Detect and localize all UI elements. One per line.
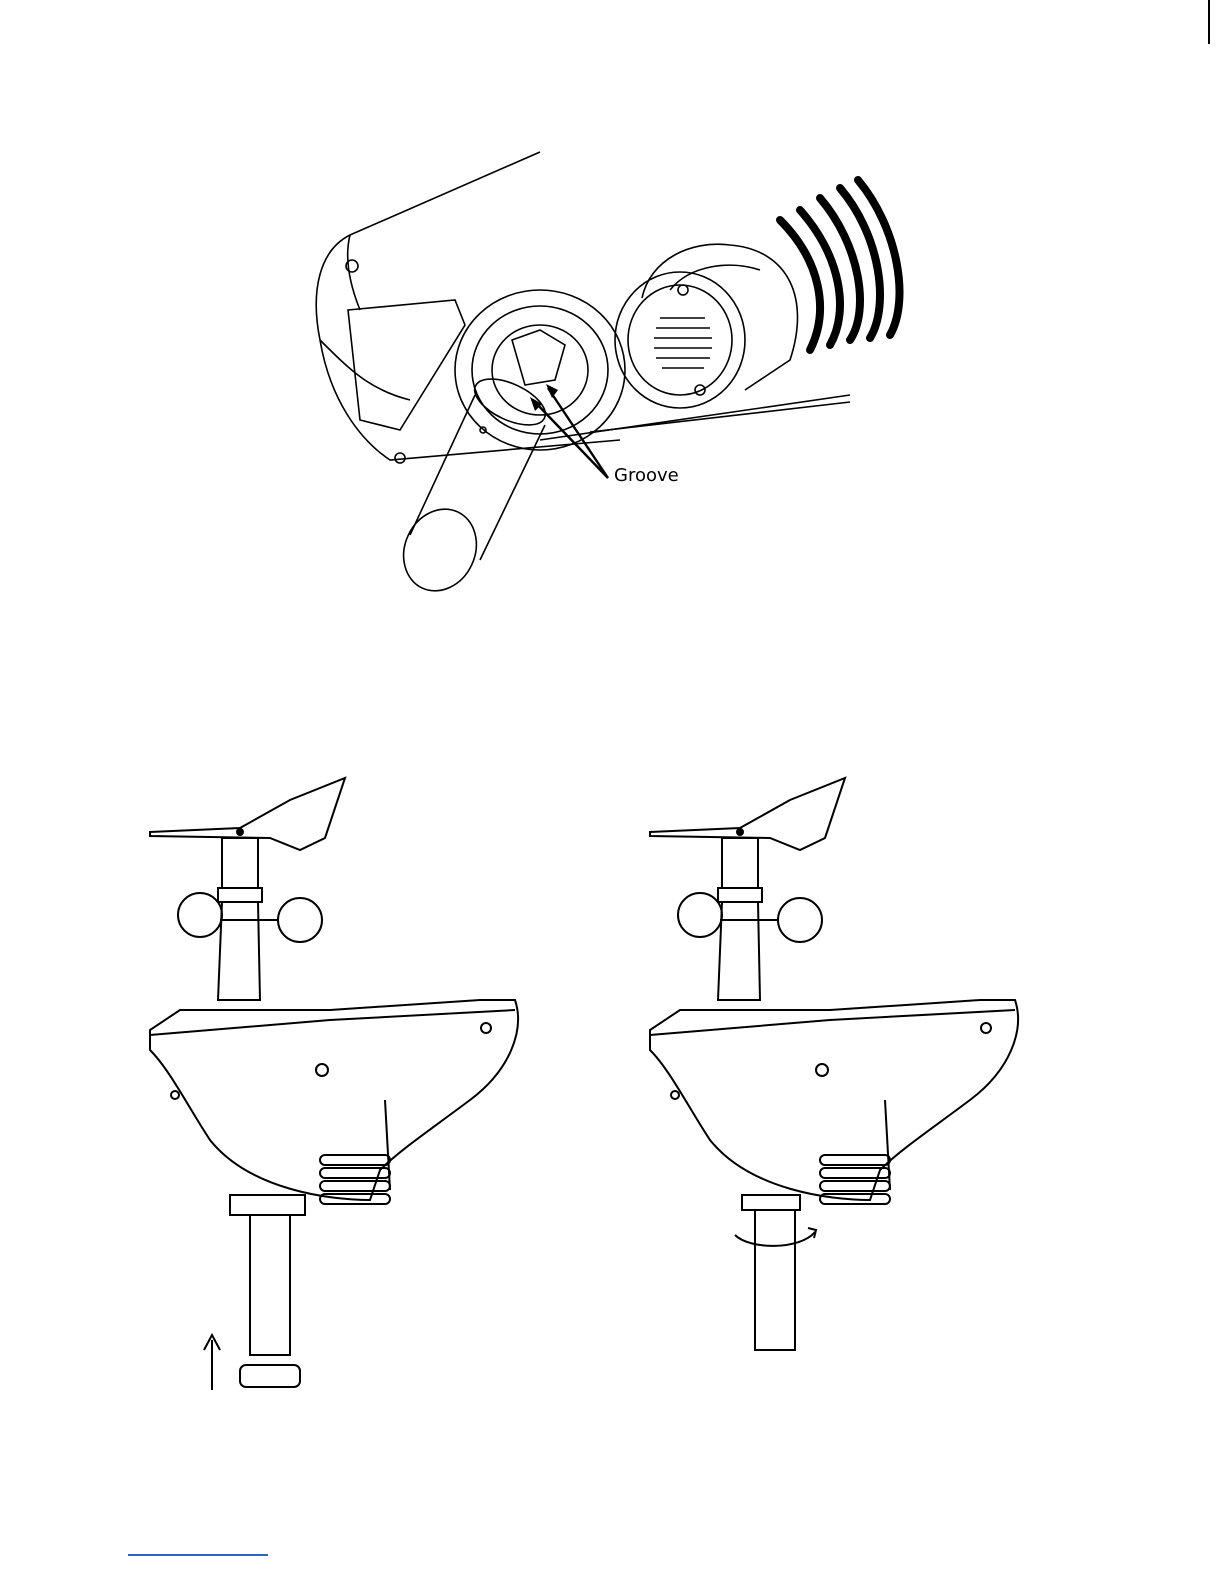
groove-callout-label: Groove: [614, 465, 679, 486]
mounting-socket-figure: [290, 140, 920, 600]
mounting-socket-drawing: [290, 140, 920, 600]
station-insert-figure: [130, 770, 550, 1400]
footer-rule: [128, 1554, 268, 1556]
station-rotate-drawing: [630, 770, 1050, 1400]
page-edge-rule: [1208, 0, 1210, 44]
station-insert-drawing: [130, 770, 550, 1400]
station-rotate-figure: [630, 770, 1050, 1400]
